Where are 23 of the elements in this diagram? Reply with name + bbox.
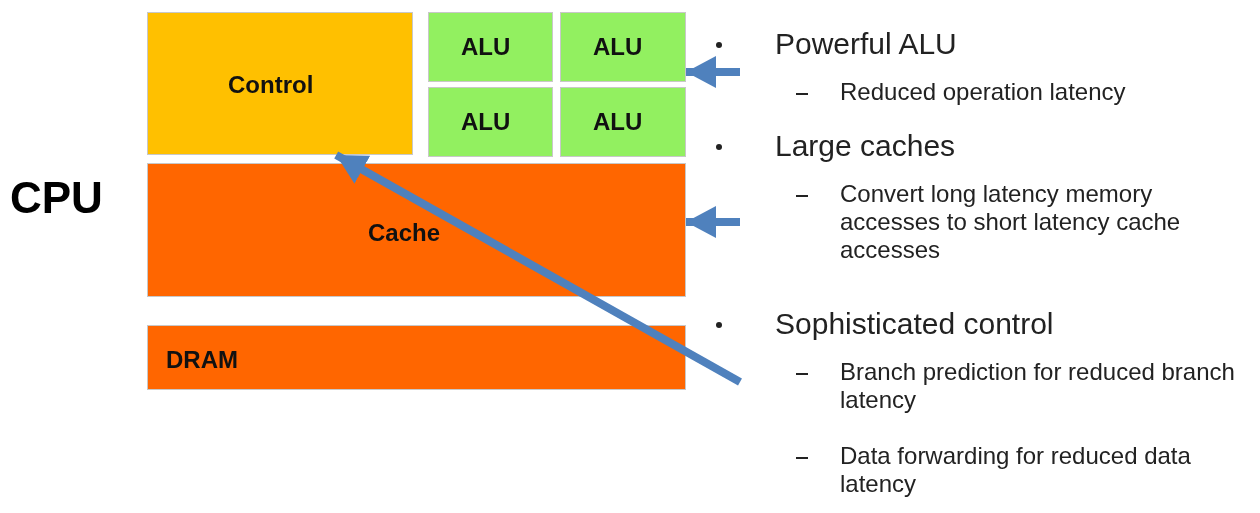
block-label: ALU <box>461 33 511 61</box>
block-label: Cache <box>368 219 441 247</box>
alu-block <box>560 12 686 82</box>
block-label: ALU <box>593 108 643 136</box>
block-label: ALU <box>593 33 643 61</box>
bullet-text: Convert long latency memory accesses to short latency cache accesses <box>840 180 1182 264</box>
block-label: Control <box>228 71 314 99</box>
bullet-heading: Large caches <box>775 128 957 164</box>
bullet-heading: Sophisticated control <box>775 306 1055 342</box>
bullet-text: Reduced operation latency <box>840 78 1127 106</box>
control-block <box>147 12 413 155</box>
arrow <box>334 151 742 386</box>
cache-block <box>147 163 686 297</box>
dram-block <box>147 325 686 390</box>
block-label: DRAM <box>166 346 238 374</box>
bullet-heading: Powerful ALU <box>775 26 958 62</box>
bullet-text: Data forwarding for reduced data latency <box>840 442 1192 498</box>
alu-block <box>560 87 686 157</box>
alu-block <box>428 12 553 82</box>
bullet-text: Branch prediction for reduced branch latency <box>840 358 1236 414</box>
block-label: ALU <box>461 108 511 136</box>
alu-block <box>428 87 553 157</box>
cpu-label: CPU <box>10 172 103 224</box>
